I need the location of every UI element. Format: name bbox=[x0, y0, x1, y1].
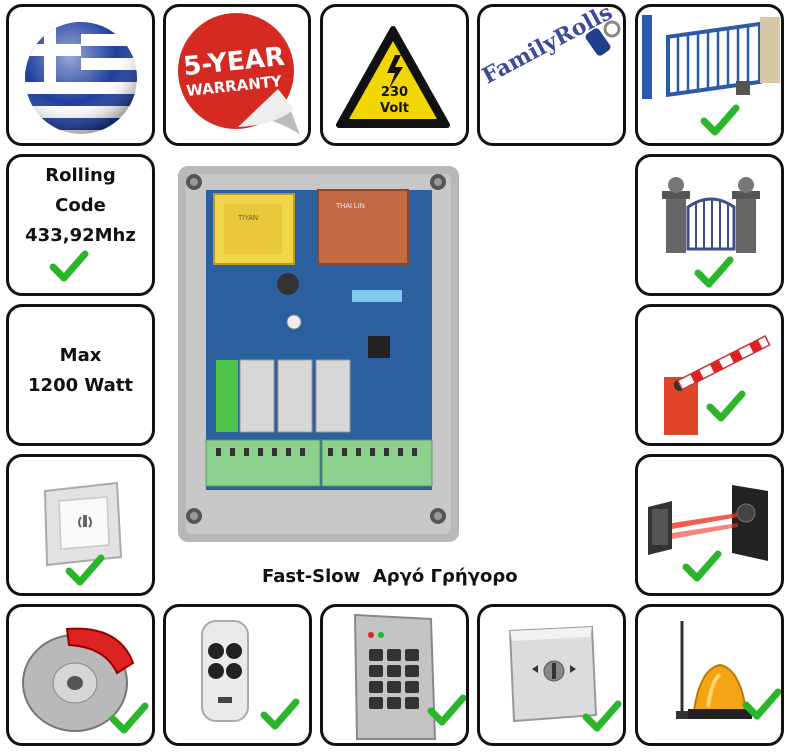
high-voltage-warning-icon bbox=[336, 26, 450, 128]
check-icon bbox=[582, 700, 622, 732]
voltage-value: 230 bbox=[380, 85, 409, 100]
relay-label: TIYAN bbox=[238, 215, 258, 222]
sliding-gate-tile bbox=[635, 4, 784, 146]
brake-tile bbox=[6, 604, 155, 746]
greece-flag-tile bbox=[6, 4, 155, 146]
rolling-code-tile: Rolling Code 433,92Mhz bbox=[6, 154, 155, 296]
swing-gate-tile bbox=[635, 154, 784, 296]
greece-flag-icon bbox=[25, 22, 137, 134]
photocell-sensor-icon bbox=[648, 485, 768, 561]
remote-control-tile bbox=[163, 604, 312, 746]
road-barrier-icon bbox=[664, 335, 771, 435]
keypad-icon bbox=[353, 613, 437, 740]
check-icon bbox=[682, 550, 722, 582]
key-switch-tile bbox=[477, 604, 626, 746]
remote-control-icon bbox=[201, 620, 249, 722]
transformer-label: THAI LIN bbox=[336, 203, 365, 210]
brand-tile: FamilyRolls bbox=[477, 4, 626, 146]
control-board-image: TIYAN THAI LIN bbox=[176, 164, 461, 544]
warning-lamp-icon bbox=[676, 621, 752, 719]
warning-lamp-tile bbox=[635, 604, 784, 746]
warranty-tile: 5-YEAR WARRANTY bbox=[163, 4, 311, 146]
check-icon bbox=[427, 694, 466, 726]
rolling-code-frequency: 433,92Mhz bbox=[25, 225, 136, 246]
sliding-gate-icon bbox=[642, 15, 780, 99]
rolling-code-line2: Code bbox=[55, 195, 106, 216]
check-icon bbox=[694, 256, 734, 288]
swing-gate-icon bbox=[662, 177, 760, 253]
control-board-icon: TIYAN THAI LIN bbox=[178, 166, 459, 542]
rolling-code-line1: Rolling bbox=[45, 165, 116, 186]
speed-caption: Fast-Slow Αργό Γρήγορο bbox=[262, 566, 518, 587]
voltage-unit: Volt bbox=[380, 101, 409, 116]
check-icon bbox=[706, 390, 746, 422]
brake-disc-icon bbox=[22, 627, 135, 732]
max-power-label: Max bbox=[59, 345, 102, 366]
max-power-tile: Max 1200 Watt bbox=[6, 304, 155, 446]
check-icon bbox=[742, 688, 781, 720]
warranty-badge-icon bbox=[178, 13, 300, 135]
max-power-value: 1200 Watt bbox=[28, 375, 133, 396]
check-icon bbox=[260, 698, 300, 730]
wall-switch-icon bbox=[43, 481, 123, 567]
wall-button-tile bbox=[6, 454, 155, 596]
check-icon bbox=[49, 250, 89, 282]
key-switch-icon bbox=[508, 625, 598, 723]
check-icon bbox=[65, 554, 105, 586]
check-icon bbox=[700, 104, 740, 136]
barrier-tile bbox=[635, 304, 784, 446]
photocell-tile bbox=[635, 454, 784, 596]
keypad-tile bbox=[320, 604, 469, 746]
check-icon bbox=[109, 702, 149, 734]
remote-key-icon bbox=[585, 20, 621, 56]
voltage-tile: 230 Volt bbox=[320, 4, 469, 146]
